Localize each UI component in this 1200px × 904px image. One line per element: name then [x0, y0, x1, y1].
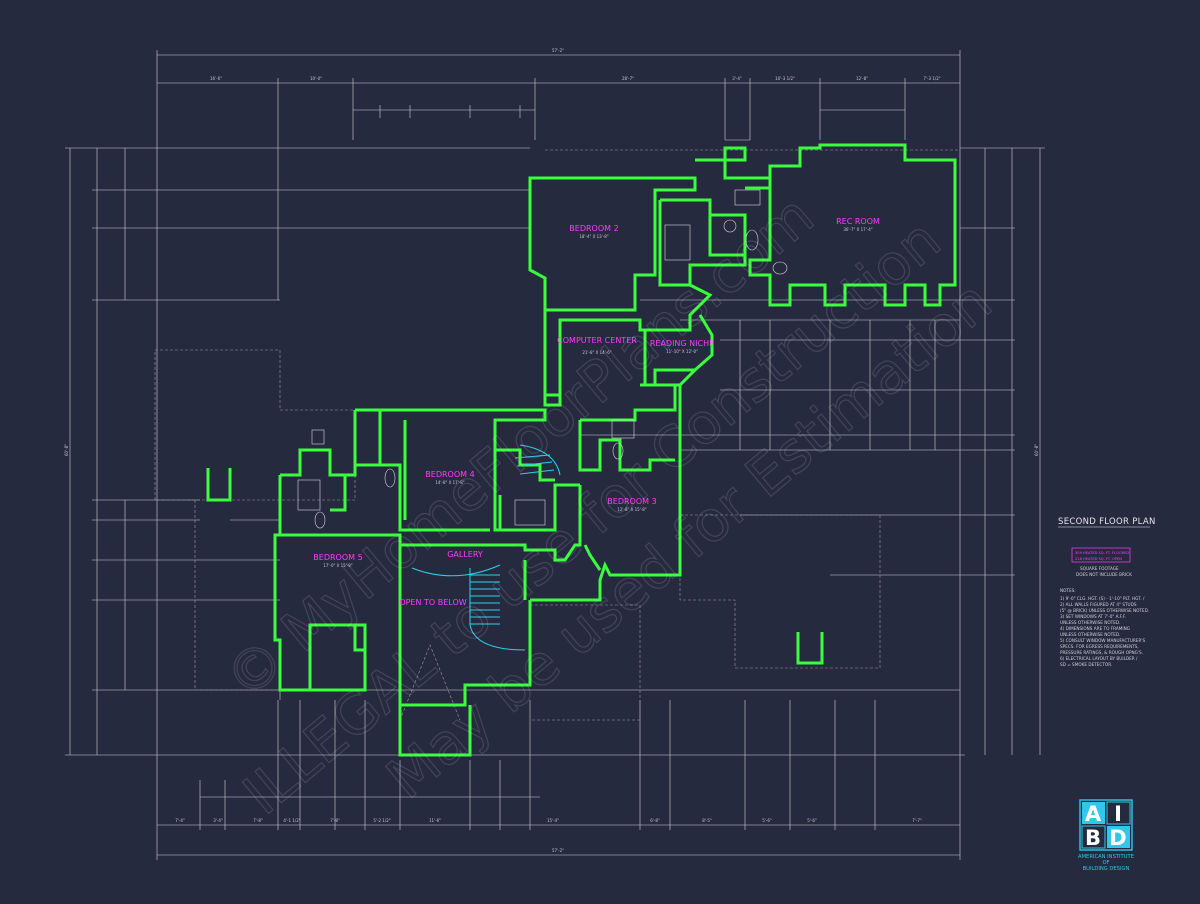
note-9: SPECS. FOR EGRESS REQUIREMENTS,	[1060, 644, 1139, 649]
note-7: UNLESS OTHERWISE NOTED.	[1060, 632, 1120, 637]
room-open-to-below-name: OPEN TO BELOW	[399, 598, 466, 607]
bottom-dim-4: 4'-1 1/2"	[283, 818, 300, 823]
watermark-line-1: © MyHomeFloorPlans.com	[213, 183, 826, 712]
area-legend-box	[1071, 547, 1131, 563]
bottom-dim-10: 8'-5"	[702, 818, 712, 823]
dimension-text-bottom: 57'-2" 7'-4" 3'-4" 7'-8" 4'-1 1/2" 7'-8"…	[175, 818, 922, 853]
note-12: SD = SMOKE DETECTOR.	[1060, 662, 1112, 667]
note-2: 2) ALL WALLS FIGURED AT 4" STUDS	[1060, 602, 1137, 607]
staircase	[411, 444, 561, 651]
fixtures	[297, 189, 788, 529]
bottom-dim-6: 5'-2 1/2"	[373, 818, 390, 823]
logo-frame	[1079, 799, 1133, 851]
logo-cell-a	[1082, 802, 1105, 824]
room-rec-room-name: REC ROOM	[836, 217, 880, 226]
room-bedroom-4-name: BEDROOM 4	[425, 470, 474, 479]
bottom-dim-7: 11'-6"	[429, 818, 441, 823]
bottom-dim-12: 5'-6"	[807, 818, 817, 823]
note-5: UNLESS OTHERWISE NOTED.	[1060, 620, 1120, 625]
square-footage-line-2: DOES NOT INCLUDE BRICK	[1076, 572, 1132, 577]
bottom-dim-1: 7'-4"	[175, 818, 185, 823]
note-4: 3) SET WINDOWS AT 7'-0" A.F.F.	[1060, 614, 1126, 619]
square-footage-line-1: SQUARE FOOTAGE	[1080, 566, 1119, 571]
watermark: © MyHomeFloorPlans.com ILLEGAL to use fo…	[213, 183, 1005, 828]
watermark-line-2: ILLEGAL to use for Construction	[232, 207, 954, 827]
bottom-dim-5: 7'-8"	[330, 818, 340, 823]
logo-letter-b: B	[1085, 826, 1101, 850]
top-dim-6: 12'-8"	[856, 76, 868, 81]
bottom-dim-13: 7'-7"	[912, 818, 922, 823]
room-bedroom-2-size: 18'-4" X 13'-8"	[579, 234, 608, 239]
note-6: 4) DIMENSIONS ARE TO FRAMING	[1060, 626, 1130, 631]
top-dim-7: 7'-3 1/2"	[923, 76, 940, 81]
overall-bottom-dimension: 57'-2"	[552, 848, 564, 853]
top-dim-1: 16'-6"	[210, 76, 222, 81]
room-computer-center-name: COMPUTER CENTER	[557, 336, 637, 345]
room-rec-room-size: 36'-7" X 17'-4"	[843, 227, 872, 232]
logo-line-3: BUILDING DESIGN	[1083, 866, 1130, 872]
logo-cell-b	[1081, 825, 1106, 849]
overall-top-dimension: 57'-2"	[552, 48, 564, 53]
dimension-lines	[65, 50, 1045, 860]
note-1: 1) 9'-0" CLG. HGT. (S) - 1'-10" PLT. HGT…	[1060, 596, 1145, 601]
room-bedroom-2-name: BEDROOM 2	[569, 224, 618, 233]
note-11: 6) ELECTRICAL LAYOUT BY BUILDER /	[1060, 656, 1138, 661]
dimension-text-sides: 60'-8" 60'-8"	[64, 444, 1039, 456]
legend-line-1: 309 HEATED SQ. FT. FLOORED	[1075, 551, 1129, 555]
room-bedroom-3-size: 12'-8" X 15'-8"	[617, 507, 646, 512]
aibd-logo: A I B D AMERICAN INSTITUTE OF BUILDING D…	[1078, 799, 1134, 872]
top-dim-2: 10'-0"	[310, 76, 322, 81]
note-3: (5" @ BRICK) UNLESS OTHERWISE NOTED.	[1060, 608, 1149, 613]
walls	[206, 143, 957, 757]
top-dim-3: 28'-7"	[622, 76, 634, 81]
logo-cell-i	[1106, 801, 1131, 825]
logo-line-1: AMERICAN INSTITUTE	[1078, 854, 1134, 860]
note-8: 5) CONSULT WINDOW MANUFACTURER'S	[1060, 638, 1146, 643]
title-block: SECOND FLOOR PLAN 309 HEATED SQ. FT. FLO…	[1058, 517, 1156, 667]
logo-line-2: OF	[1102, 860, 1109, 866]
room-bedroom-5-name: BEDROOM 5	[313, 553, 362, 562]
top-dim-4: 3'-4"	[732, 76, 742, 81]
top-dim-5: 10'-3 1/2"	[775, 76, 795, 81]
room-bedroom-4-size: 14'-8" X 17'-8"	[435, 480, 464, 485]
bottom-dim-8: 15'-4"	[547, 818, 559, 823]
room-labels: BEDROOM 2 18'-4" X 13'-8" REC ROOM 36'-7…	[313, 217, 880, 607]
room-bedroom-5-size: 17'-0" X 15'-8"	[323, 563, 352, 568]
note-10: PRESSURE RATINGS, & ROUGH OPNG'S.	[1060, 650, 1143, 655]
dimension-text-top: 57'-2" 16'-6" 10'-0" 28'-7" 3'-4" 10'-3 …	[210, 48, 941, 81]
overall-left-dimension: 60'-8"	[64, 444, 69, 456]
room-reading-niche-size: 11'-10" X 12'-0"	[666, 349, 698, 354]
room-computer-center-size: 21'-8" X 14'-6"	[582, 350, 611, 355]
room-bedroom-3-name: BEDROOM 3	[607, 497, 656, 506]
notes-title: NOTES:	[1060, 588, 1076, 593]
room-gallery-name: GALLERY	[447, 550, 483, 559]
logo-cell-d	[1107, 826, 1130, 848]
logo-letter-a: A	[1085, 802, 1102, 826]
bottom-dim-2: 3'-4"	[213, 818, 223, 823]
bottom-dim-9: 6'-8"	[650, 818, 660, 823]
logo-letter-i: I	[1114, 802, 1122, 826]
bottom-dim-3: 7'-8"	[253, 818, 263, 823]
room-reading-niche-name: READING NICHE	[650, 339, 714, 348]
bottom-dim-11: 5'-6"	[762, 818, 772, 823]
logo-letter-d: D	[1109, 826, 1126, 850]
overall-right-dimension: 60'-8"	[1034, 444, 1039, 456]
plan-title: SECOND FLOOR PLAN	[1058, 517, 1156, 527]
legend-line-2: 218 HEATED SQ. FT. OPEN	[1075, 557, 1122, 561]
